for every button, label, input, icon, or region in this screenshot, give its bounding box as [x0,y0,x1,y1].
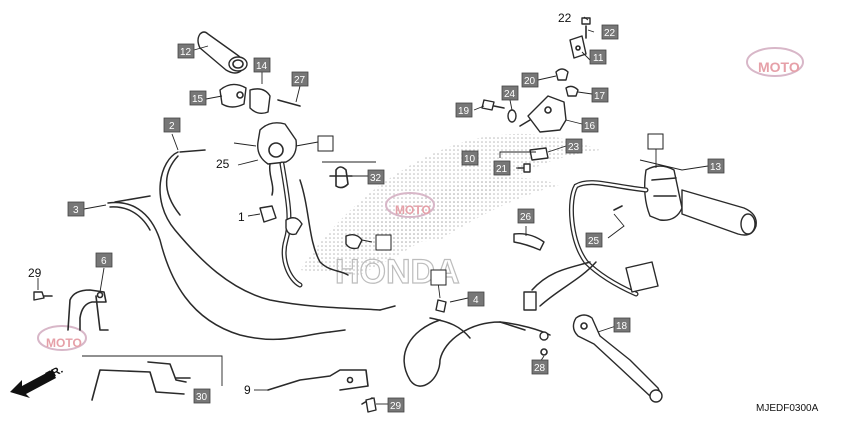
svg-text:22: 22 [604,28,616,39]
throttle-grip [197,31,248,74]
part-tag-12: 12 [177,43,195,59]
bolt-left [33,291,53,301]
throttle-cables [107,149,396,341]
svg-text:3: 3 [73,205,79,216]
left-handlebar-switch [643,165,757,236]
svg-text:25: 25 [588,236,600,247]
part-tag-21: 21 [493,160,511,176]
right-handlebar-switch [257,122,349,288]
svg-text:15: 15 [192,94,204,105]
part-tag-23: 23 [565,138,583,154]
svg-text:2: 2 [169,121,175,132]
part-label-9: 9 [244,383,251,397]
left-switch-harness [523,180,659,311]
small-screws [555,68,579,97]
wire-band [513,232,545,251]
part-label-1: 1 [238,210,245,224]
drawing-code: MJEDF0300A [756,403,819,414]
washer [507,109,517,123]
svg-text:12: 12 [180,47,192,58]
clutch-lever-switch [499,147,549,173]
adjuster-nut [539,331,549,356]
moto-logo-watermark: MOTO MOTO MOTO [37,47,804,351]
clutch-cable [403,299,551,387]
bracket [67,289,109,331]
cable-guide-clip [345,233,363,250]
svg-text:27: 27 [294,75,306,86]
part-tag-3: 3 [67,201,85,217]
part-tag-22: 22 [601,24,619,40]
part-tag-30: 30 [193,388,211,404]
svg-text:30: 30 [196,392,208,403]
part-tag-18: 18 [613,317,631,333]
svg-text:21: 21 [496,164,508,175]
part-tag-4: 4 [467,291,485,307]
part-tag-26: 26 [517,208,535,224]
svg-text:17: 17 [594,91,606,102]
svg-text:28: 28 [534,363,546,374]
svg-text:4: 4 [473,295,479,306]
part-tag-19: 19 [455,102,473,118]
wire-clip [322,161,376,189]
part-tag-29-bottom: 29 [387,397,405,413]
part-tag-11: 11 [589,49,607,65]
svg-text:11: 11 [593,53,604,64]
part-tag-10: 10 [461,150,479,166]
part-tag-6: 6 [95,252,113,268]
svg-text:24: 24 [504,89,516,100]
part-tag-27: 27 [291,71,309,87]
logo-text-middle: MOTO [395,203,431,217]
part-label-29-left: 29 [28,266,42,280]
part-tag-17: 17 [591,87,609,103]
part-tag-28: 28 [531,359,549,375]
logo-text-top: MOTO [758,59,800,75]
part-label-25-left: 25 [216,157,230,171]
part-tag-13: 13 [707,158,725,174]
rod-bracket [267,369,377,413]
part-tag-20: 20 [521,72,539,88]
empty-item-box-left-switch [647,133,664,150]
front-direction-label: FR. [44,364,65,383]
svg-text:26: 26 [520,212,532,223]
lever-bracket [519,95,567,133]
svg-text:19: 19 [458,106,470,117]
cable-clamp [259,205,303,236]
part-tag-25-right: 25 [585,232,603,248]
svg-text:32: 32 [370,173,382,184]
svg-text:29: 29 [390,401,402,412]
svg-text:10: 10 [464,154,476,165]
empty-item-box-switch [317,135,334,152]
empty-item-box-guide [430,269,447,286]
logo-text-bottom: MOTO [46,336,82,350]
cable-bracket [82,355,223,401]
clutch-lever [572,314,663,403]
empty-item-box-clip [375,234,392,251]
svg-text:23: 23 [568,142,580,153]
svg-text:20: 20 [524,76,536,87]
part-tag-24: 24 [501,85,519,101]
part-tag-32: 32 [367,169,385,185]
lever-pivot-bolt [481,99,505,111]
honda-wing-watermark: HONDA [300,133,600,292]
svg-text:6: 6 [101,256,107,267]
svg-text:14: 14 [256,61,268,72]
front-direction-arrow: FR. [10,364,65,398]
clutch-switch [569,17,591,59]
throttle-housing [219,83,301,115]
svg-text:13: 13 [710,162,722,173]
svg-text:16: 16 [584,121,596,132]
part-tag-2: 2 [163,117,181,133]
part-label-22-top: 22 [558,11,572,25]
part-tag-15: 15 [189,90,207,106]
part-tag-16: 16 [581,117,599,133]
part-tag-14: 14 [253,57,271,73]
svg-text:18: 18 [616,321,628,332]
